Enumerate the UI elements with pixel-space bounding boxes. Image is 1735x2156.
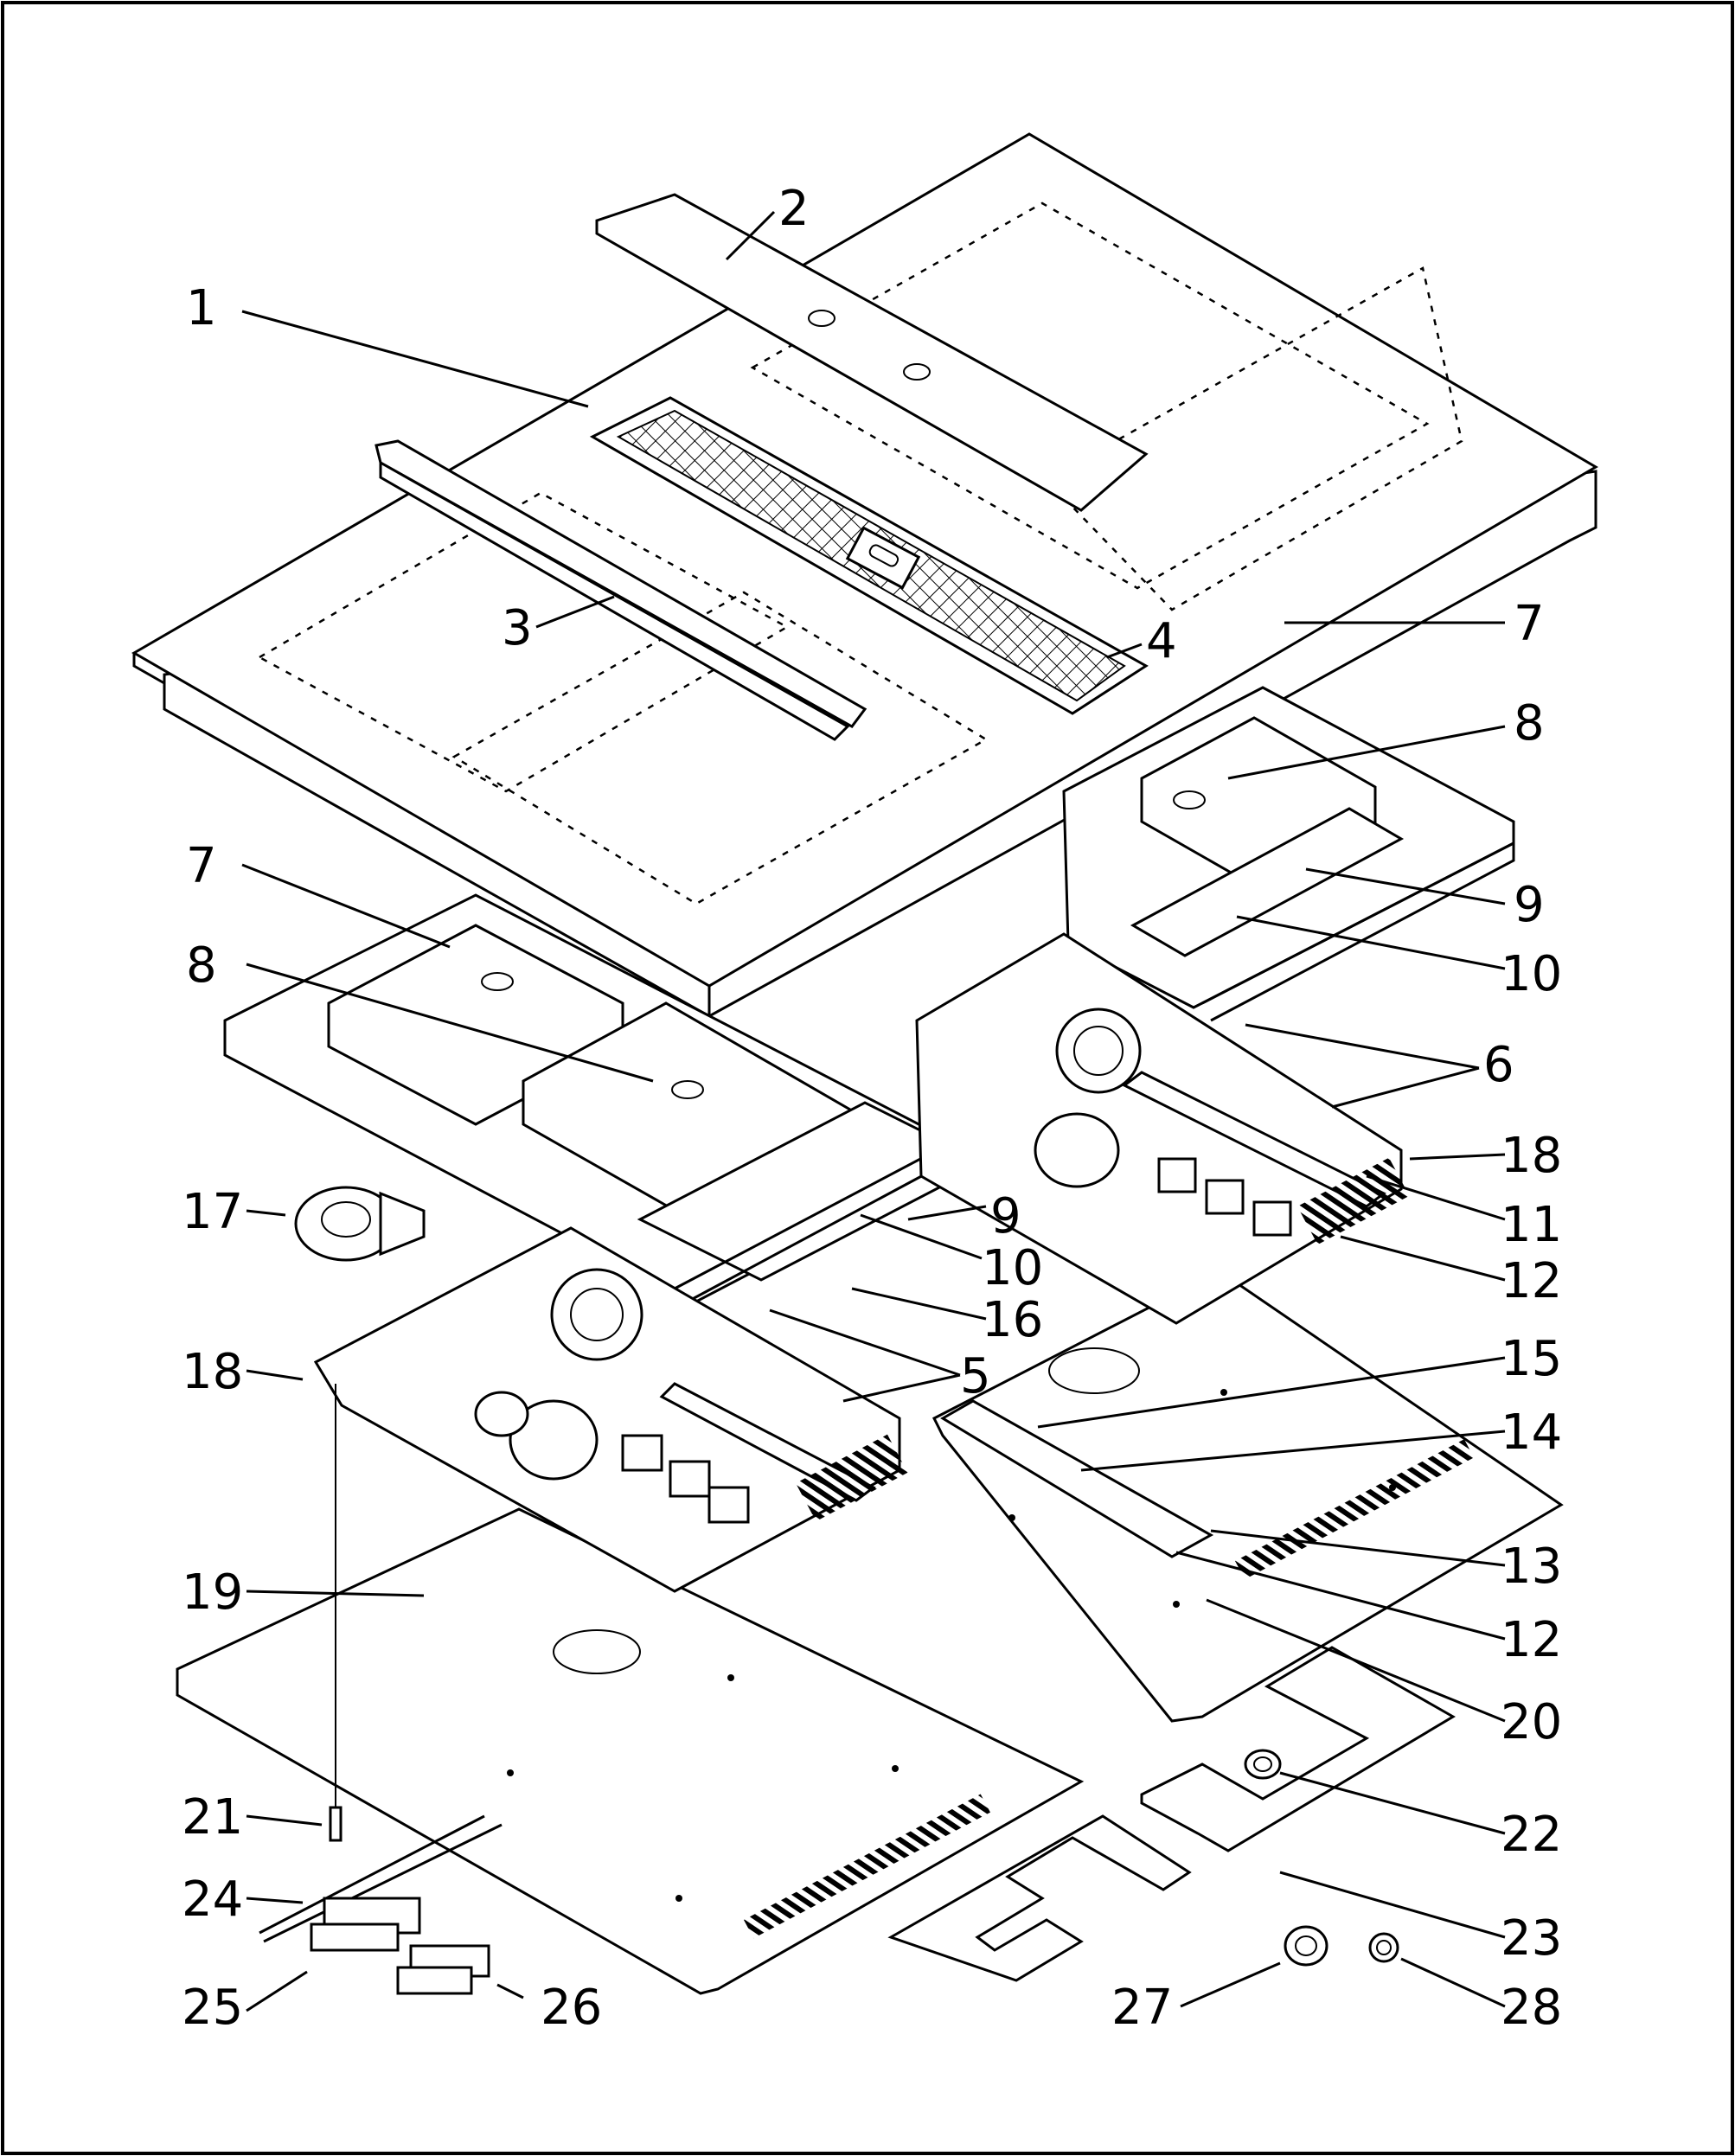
callout-17: 17 bbox=[182, 1184, 243, 1240]
callout-12-lower: 12 bbox=[1501, 1612, 1562, 1668]
callout-11: 11 bbox=[1501, 1197, 1562, 1253]
left-power-board bbox=[313, 1226, 908, 1593]
right-power-board bbox=[915, 932, 1410, 1325]
left-plate-vents bbox=[743, 1794, 990, 1939]
callout-14: 14 bbox=[1501, 1404, 1562, 1461]
callout-18-left: 18 bbox=[182, 1344, 243, 1400]
callout-1: 1 bbox=[186, 280, 217, 336]
left-plate-hole bbox=[553, 1629, 641, 1674]
callout-13: 13 bbox=[1501, 1539, 1562, 1595]
callout-12-right: 12 bbox=[1501, 1253, 1562, 1309]
callout-5: 5 bbox=[960, 1348, 991, 1404]
left-base-plate bbox=[176, 1507, 1085, 1995]
callout-25: 25 bbox=[182, 1980, 243, 2036]
trim-bar bbox=[375, 439, 868, 741]
callout-8-top: 8 bbox=[1514, 695, 1545, 752]
callout-19: 19 bbox=[182, 1564, 243, 1621]
callout-20: 20 bbox=[1501, 1694, 1562, 1750]
right-coil-carrier bbox=[1062, 686, 1515, 1022]
callout-28: 28 bbox=[1501, 1980, 1562, 2036]
callout-16: 16 bbox=[982, 1292, 1043, 1348]
left-coil-carrier bbox=[223, 893, 989, 1303]
left-sensor-1 bbox=[481, 972, 514, 991]
callout-24: 24 bbox=[182, 1871, 243, 1928]
right-plate-vents bbox=[1235, 1439, 1475, 1580]
callout-7-left: 7 bbox=[186, 838, 217, 894]
cooling-fan bbox=[294, 1186, 426, 1262]
foot-27 bbox=[1284, 1925, 1328, 1967]
callout-4: 4 bbox=[1146, 613, 1177, 669]
leader-lines bbox=[241, 210, 1506, 2012]
grommet-22 bbox=[1244, 1749, 1282, 1780]
callout-10-mid: 10 bbox=[982, 1240, 1043, 1296]
callout-10-right: 10 bbox=[1501, 946, 1562, 1002]
callout-18-right: 18 bbox=[1501, 1128, 1562, 1184]
callout-labels: 1 2 3 4 7 8 7 8 9 10 6 18 11 17 9 12 10 … bbox=[182, 181, 1562, 2036]
wiring-bundle bbox=[259, 1814, 503, 1995]
callout-27: 27 bbox=[1111, 1980, 1173, 2036]
callout-2: 2 bbox=[778, 181, 810, 237]
callout-8-left: 8 bbox=[186, 937, 217, 994]
right-plate-hole bbox=[1048, 1347, 1140, 1394]
callout-21: 21 bbox=[182, 1789, 243, 1846]
downdraft-vent-grille bbox=[589, 396, 1149, 715]
left-sensor-2 bbox=[671, 1080, 704, 1099]
callout-23: 23 bbox=[1501, 1910, 1562, 1967]
gasket-seal bbox=[887, 1646, 1456, 1982]
screw bbox=[329, 1384, 343, 1842]
ring-28 bbox=[1368, 1932, 1399, 1963]
callout-9-right: 9 bbox=[1514, 877, 1545, 933]
callout-22: 22 bbox=[1501, 1807, 1562, 1863]
callout-3: 3 bbox=[502, 600, 533, 656]
insulation-sheet bbox=[940, 1399, 1214, 1558]
callout-7-top: 7 bbox=[1514, 596, 1545, 652]
control-strip bbox=[595, 193, 1149, 512]
callout-15: 15 bbox=[1501, 1331, 1562, 1387]
callout-26: 26 bbox=[541, 1980, 602, 2036]
callout-6: 6 bbox=[1483, 1037, 1514, 1093]
callout-9-mid: 9 bbox=[990, 1188, 1021, 1244]
